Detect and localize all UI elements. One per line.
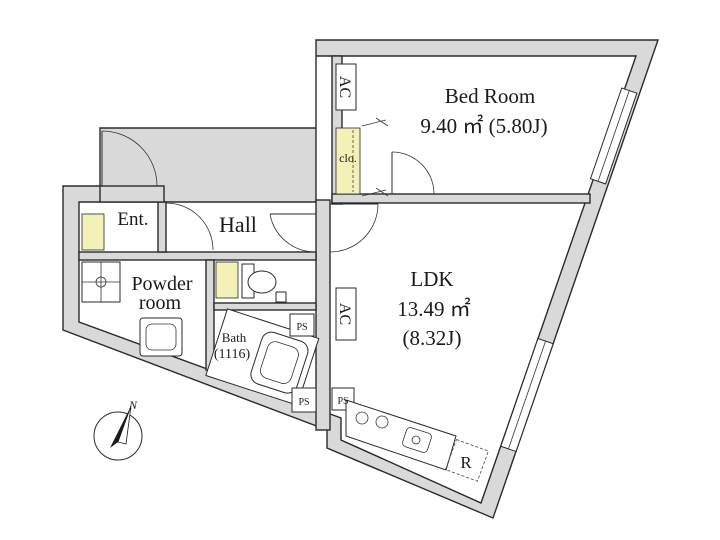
- ac-label-bedroom: AC: [336, 76, 353, 98]
- entrance-door: [101, 130, 158, 187]
- interior-walls: [78, 55, 591, 431]
- ps-label-1: PS: [296, 322, 307, 333]
- ldk-jo: (8.32J): [403, 326, 462, 350]
- compass-label: N: [128, 398, 138, 412]
- refrigerator-space: [444, 438, 489, 482]
- ac-unit-ldk: [335, 287, 357, 341]
- compass-needle-icon: [110, 406, 131, 448]
- washbasin: [139, 317, 183, 357]
- wall-hall-south: [78, 251, 317, 261]
- bath-label: Bath: [222, 330, 247, 345]
- wall-entry-frame: [99, 185, 165, 203]
- wall-hall-ldk: [315, 199, 331, 431]
- ac-unit-bedroom: [335, 63, 357, 111]
- ldk-name: LDK: [410, 267, 453, 291]
- washing-machine-pan: [81, 261, 121, 303]
- powder-label-1: Powder: [131, 273, 192, 295]
- bedroom-area: 9.40 ㎡ (5.80J): [420, 114, 547, 138]
- entrance-label: Ent.: [117, 209, 148, 230]
- wall-ent-hall: [157, 201, 167, 253]
- bedroom-name: Bed Room: [445, 84, 535, 108]
- closet: [335, 117, 389, 197]
- closet-label: clo.: [339, 151, 357, 165]
- shoe-cabinet: [81, 213, 105, 251]
- ldk-area: 13.49 ㎡: [397, 297, 471, 321]
- windows: [500, 87, 638, 453]
- hall-door: [165, 202, 214, 251]
- bedroom-door: [391, 151, 435, 195]
- toilet: [215, 261, 287, 303]
- wall-wc-bath: [213, 302, 317, 311]
- bath-size: (1116): [214, 347, 251, 362]
- ac-label-ldk: AC: [336, 303, 353, 325]
- hall-label: Hall: [219, 212, 257, 237]
- north-compass: [93, 405, 143, 461]
- ps-label-3: PS: [337, 396, 348, 407]
- ldk-door: [329, 203, 379, 253]
- powder-label-2: room: [139, 292, 182, 314]
- kitchen-counter: [345, 399, 457, 471]
- wall-bed-ldk: [331, 193, 591, 204]
- refrigerator-label: R: [460, 453, 472, 472]
- ps-label-2: PS: [298, 397, 309, 408]
- wc-door: [269, 213, 317, 253]
